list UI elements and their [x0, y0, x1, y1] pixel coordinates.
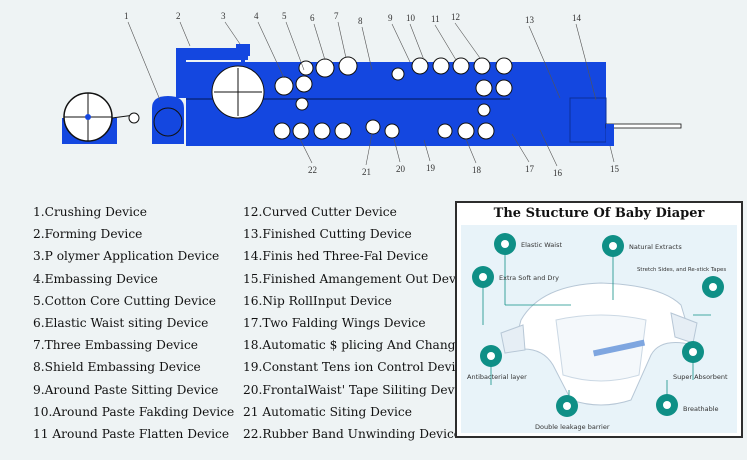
leader-lines	[127, 21, 615, 167]
device-item: 3.P olymer Application Device	[33, 249, 220, 264]
callout-5: 5	[282, 11, 287, 21]
callout-10: 10	[406, 13, 416, 23]
callout-3: 3	[221, 11, 226, 21]
bottom-rollers	[273, 119, 495, 140]
device-item: 13.Finished Cutting Device	[243, 227, 412, 242]
device-item: 19.Constant Tens ion Control Device	[243, 360, 470, 375]
callout-22: 22	[308, 165, 317, 175]
callout-21: 21	[362, 167, 371, 177]
callout-6: 6	[310, 13, 315, 23]
callout-17: 17	[525, 164, 535, 174]
callout-7: 7	[334, 11, 339, 21]
device-item: 2.Forming Device	[33, 227, 143, 242]
device-item: 10.Around Paste Fakding Device	[33, 404, 235, 419]
device-item: 11 Around Paste Flatten Device	[33, 427, 230, 442]
device-item: 18.Automatic $ plicing And Change Device	[243, 338, 509, 353]
top-rollers	[274, 56, 513, 117]
device-item: 20.FrontalWaist' Tape Siliting Device	[243, 382, 473, 397]
label-leakage-barrier: Double leakage barrier	[535, 423, 610, 431]
diaper-structure-panel: The Stucture Of Baby Diaper	[455, 201, 743, 438]
label-stretch-sides: Stretch Sides, and Re-stick Tapes	[637, 267, 726, 273]
feature-icons	[472, 233, 724, 417]
device-item: 8.Shield Embassing Device	[33, 360, 201, 375]
callout-18: 18	[472, 165, 482, 175]
label-breathable: Breathable	[683, 405, 719, 413]
device-item: 5.Cotton Core Cutting Device	[33, 293, 216, 308]
callout-1: 1	[124, 11, 129, 21]
output-conveyor	[605, 123, 682, 146]
device-item: 1.Crushing Device	[33, 205, 147, 219]
label-natural-extracts: Natural Extracts	[629, 243, 682, 251]
device-list-right: 12.Curved Cutter Device 13.Finished Cutt…	[243, 201, 508, 445]
label-antibacterial: Antibacterial layer	[467, 373, 527, 381]
callout-9: 9	[388, 13, 393, 23]
callout-11: 11	[431, 14, 440, 24]
label-elastic-waist: Elastic Waist	[521, 241, 562, 249]
callout-8: 8	[358, 16, 363, 26]
callout-numbers: 1 2 3 4 5 6 7 8 9 10 11 12 13 14 15 16 1…	[124, 11, 620, 178]
crushing-device	[152, 96, 184, 144]
device-item: 7.Three Embassing Device	[33, 338, 198, 353]
callout-4: 4	[254, 11, 259, 21]
callout-15: 15	[610, 164, 620, 174]
diaper-machine-diagram: 1 2 3 4 5 6 7 8 9 10 11 12 13 14 15 16 1…	[62, 11, 682, 178]
unwind-roll	[62, 92, 117, 144]
callout-12: 12	[451, 12, 460, 22]
callout-16: 16	[553, 168, 563, 178]
label-super-absorbent: Super Absorbent	[673, 373, 728, 381]
diaper-illustration: Elastic Waist Natural Extracts Extra Sof…	[461, 225, 737, 433]
device-item: 17.Two Falding Wings Device	[243, 316, 426, 331]
device-item: 14.Finis hed Three-Fal Device	[243, 249, 429, 264]
device-item: 15.Finished Amangement Out Device	[243, 271, 474, 286]
panel-title: The Stucture Of Baby Diaper	[493, 206, 705, 221]
diaper-shape	[500, 282, 698, 406]
device-item: 9.Around Paste Sitting Device	[33, 382, 219, 397]
callout-14: 14	[572, 13, 582, 23]
polymer-hopper	[236, 44, 250, 66]
device-item: 16.Nip RollInput Device	[243, 293, 392, 308]
device-item: 4.Embassing Device	[33, 271, 158, 286]
callout-20: 20	[396, 164, 406, 174]
device-list-left: 1.Crushing Device 2.Forming Device 3.P o…	[33, 201, 234, 445]
label-soft-dry: Extra Soft and Dry	[499, 274, 559, 282]
device-item: 12.Curved Cutter Device	[243, 205, 397, 219]
callout-13: 13	[525, 15, 535, 25]
device-item: 6.Elastic Waist siting Device	[33, 316, 209, 331]
device-item: 22.Rubber Band Unwinding Device	[243, 427, 462, 442]
callout-2: 2	[176, 11, 181, 21]
device-item: 21 Automatic Siting Device	[243, 404, 412, 419]
callout-19: 19	[426, 163, 436, 173]
